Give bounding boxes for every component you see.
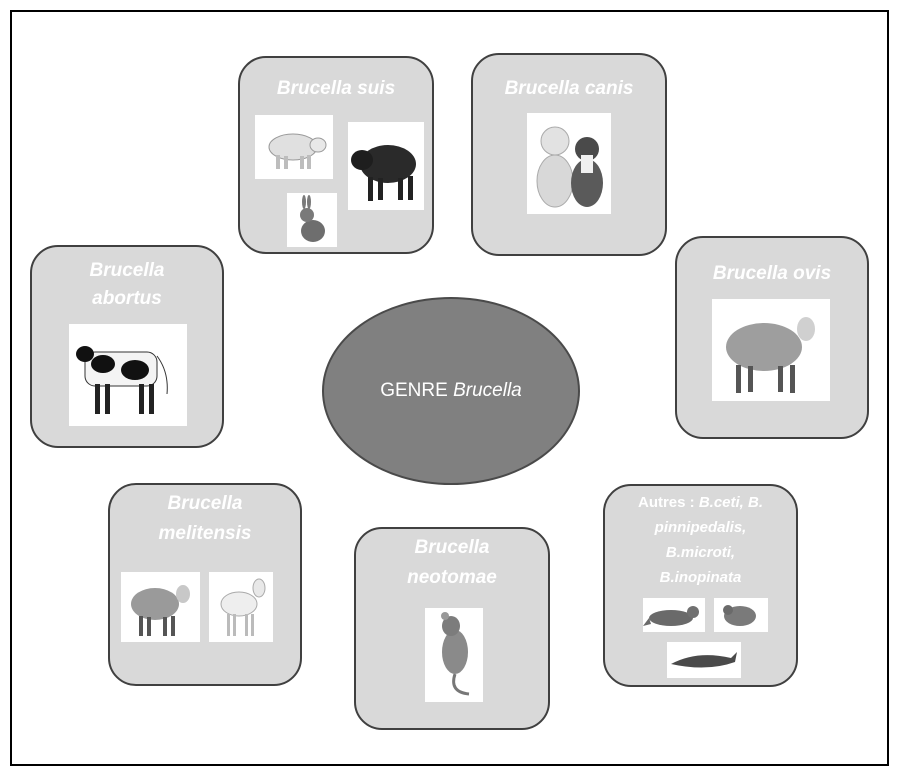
pig-icon [255,115,333,179]
autres-prefix: Autres : [638,494,699,511]
box-brucella-suis: Brucella suis [238,56,434,254]
box-title-line2: abortus [32,286,222,311]
woodrat-icon [425,608,483,702]
box-title-line2: melitensis [110,521,300,546]
box-brucella-neotomae: Brucella neotomae [354,527,550,730]
sheep-icon [121,572,200,642]
center-label: GENRE Brucella [380,380,522,402]
center-genus-ellipse: GENRE Brucella [322,297,580,485]
box-brucella-canis: Brucella canis [471,53,667,256]
box-brucella-melitensis: Brucella melitensis [108,483,302,686]
box-title: Brucella ovis [677,261,867,286]
autres-line4: B.inopinata [605,567,796,588]
dolphin-icon [667,642,741,678]
box-brucella-abortus: Brucella abortus [30,245,224,448]
dogs-icon [527,113,611,214]
autres-line3: B.microti, [605,542,796,563]
goat-icon [209,572,273,642]
box-title: Brucella suis [240,76,432,101]
box-autres: Autres : B.ceti, B. pinnipedalis, B.micr… [603,484,798,687]
sheep-icon [712,299,830,401]
center-genus-name: Brucella [453,380,522,401]
vole-icon [714,598,768,632]
rabbit-icon [287,193,337,247]
autres-species-1: B.ceti, B. [699,494,763,511]
cow-icon [69,324,187,426]
box-title-line1: Brucella [32,258,222,283]
wild-boar-icon [348,122,424,210]
autres-line2: pinnipedalis, [605,517,796,538]
seal-icon [643,598,705,632]
box-title-line1: Brucella [110,491,300,516]
box-brucella-ovis: Brucella ovis [675,236,869,439]
box-title: Brucella canis [473,76,665,101]
box-title-line1: Brucella [356,535,548,560]
autres-line1: Autres : B.ceti, B. [605,492,796,513]
center-genre-label: GENRE [380,380,448,401]
box-title-line2: neotomae [356,565,548,590]
